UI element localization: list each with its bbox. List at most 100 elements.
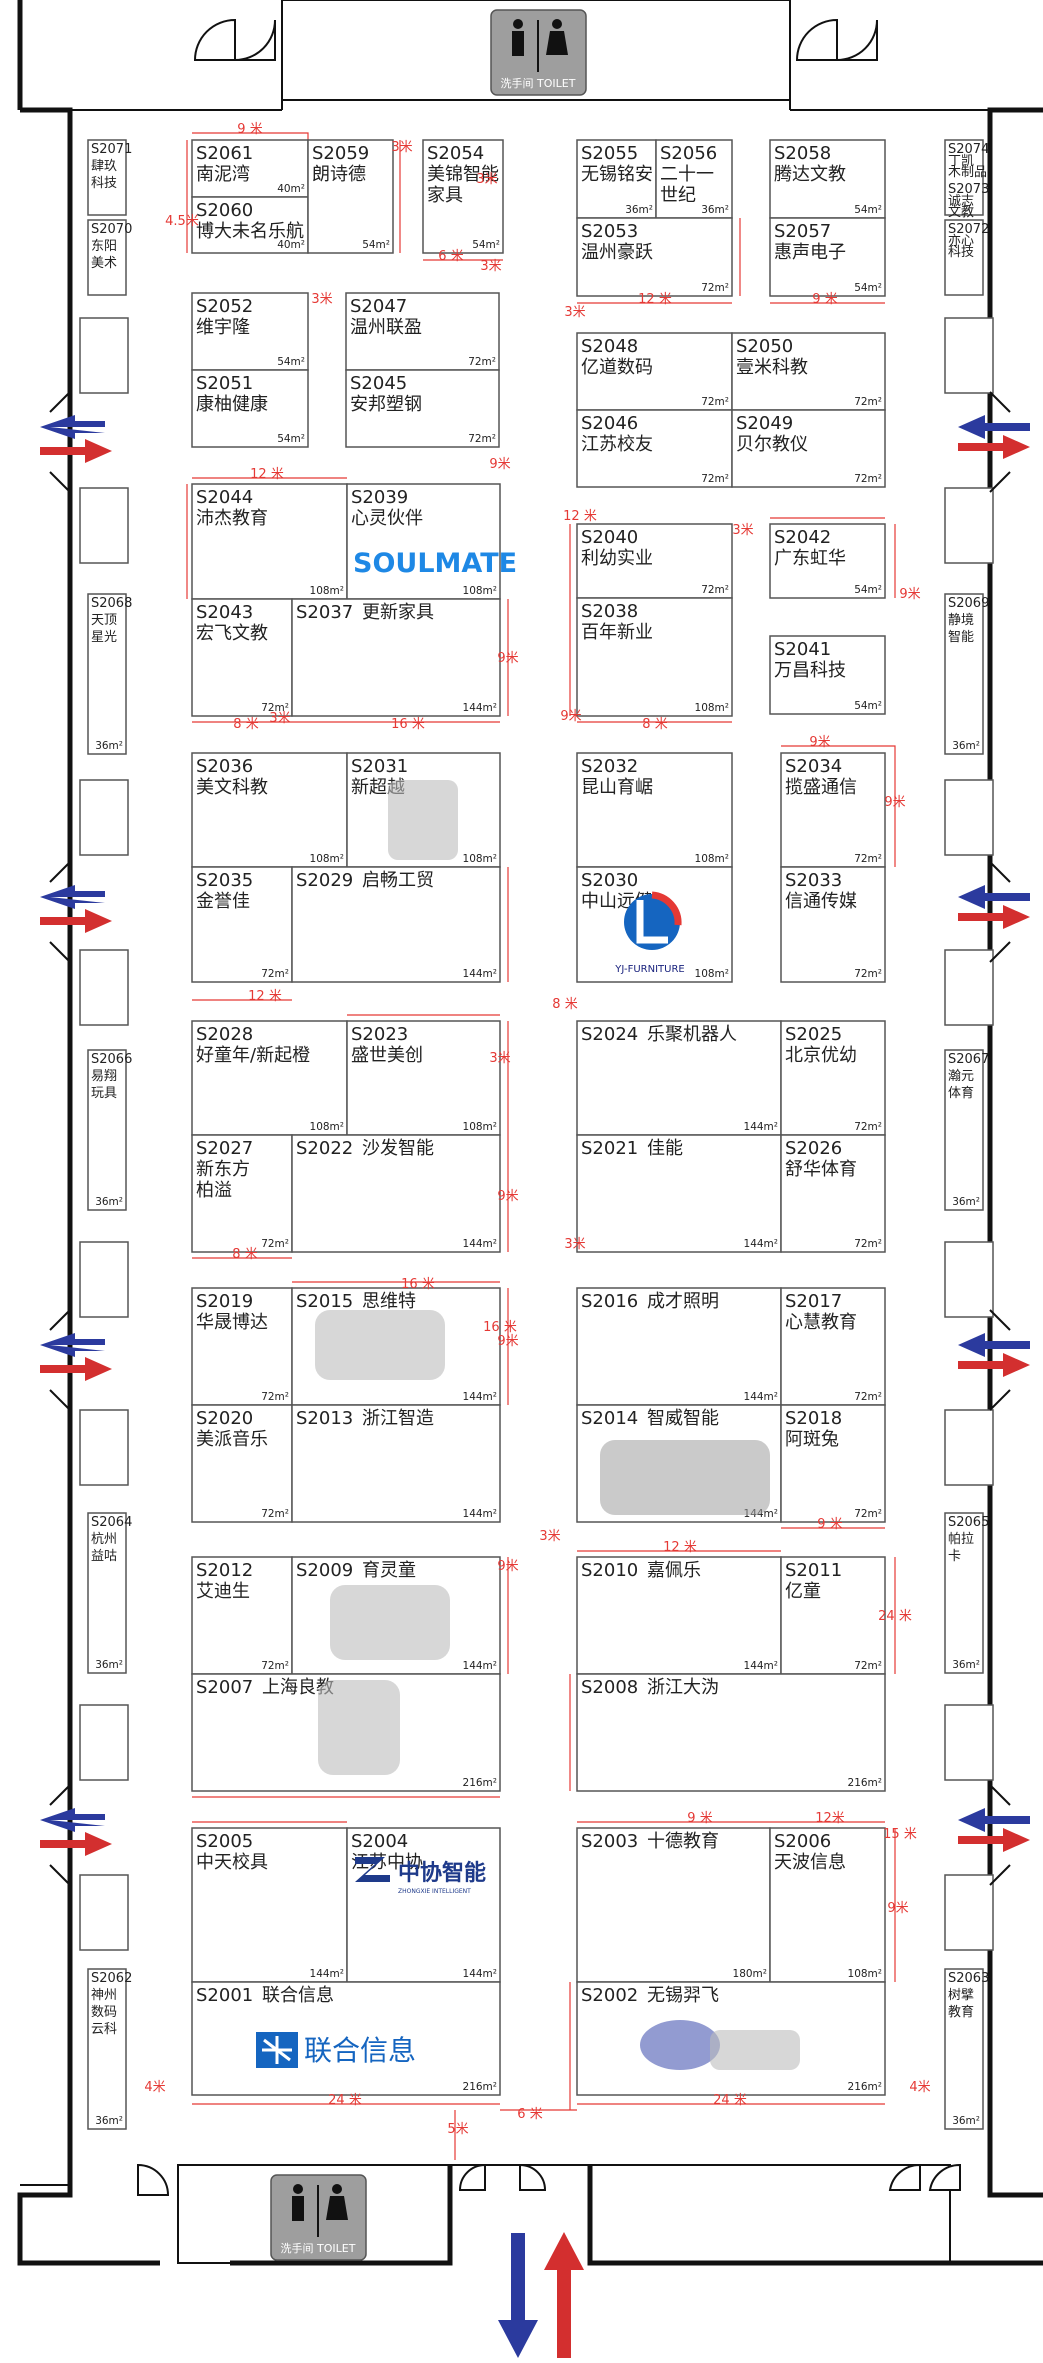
booth-code: S2053 xyxy=(581,221,638,242)
booth-code: S2036 xyxy=(196,756,253,777)
zhongxie-logo: 中协智能 ZHONGXIE INTELLIGENT xyxy=(355,1857,486,1895)
booth-area: 144m² xyxy=(744,1121,778,1133)
side-booth-code: S2069 xyxy=(948,596,989,611)
booth-outline xyxy=(191,598,293,717)
booth-code: S2013 xyxy=(296,1408,353,1429)
booth-name: 成才照明 xyxy=(647,1291,719,1312)
booth-name: 二十一 xyxy=(660,164,714,185)
wall-panels xyxy=(79,317,994,1951)
booth-outline xyxy=(576,1134,782,1253)
side-booth-outline xyxy=(87,1968,127,2130)
booth-name: 新东方 xyxy=(196,1159,250,1180)
dimension-lines xyxy=(186,132,896,2160)
dimension-label: 8 米 xyxy=(552,997,577,1012)
booth-code: S2042 xyxy=(774,527,831,548)
side-booth-name: 木制品 xyxy=(948,165,987,180)
booth-area: 108m² xyxy=(463,585,497,597)
dimension-label: 9米 xyxy=(497,1559,518,1574)
side-booth-area: 36m² xyxy=(952,1659,980,1671)
booth-name: 亿道数码 xyxy=(581,357,653,378)
booth-outline xyxy=(576,752,733,868)
booth-area: 144m² xyxy=(310,1968,344,1980)
booth-code: S2034 xyxy=(785,756,842,777)
booth-code: S2001 xyxy=(196,1985,253,2006)
booth-code: S2035 xyxy=(196,870,253,891)
dimension-label: 3米 xyxy=(732,523,753,538)
dimension-label: 9 米 xyxy=(687,1811,712,1826)
booth-name: 信通传媒 xyxy=(785,891,857,912)
booth-area: 72m² xyxy=(261,1391,289,1403)
booth-area: 72m² xyxy=(468,433,496,445)
svg-text:联合信息: 联合信息 xyxy=(304,2034,416,2067)
side-booth-area: 36m² xyxy=(952,740,980,752)
dimension-label: 9 米 xyxy=(812,292,837,307)
dimension-label: 12米 xyxy=(815,1811,845,1826)
booth-outline xyxy=(346,1020,501,1136)
side-booth-outline xyxy=(87,139,127,216)
dimension-label: 12 米 xyxy=(638,292,672,307)
dimension-label: 3米 xyxy=(489,1051,510,1066)
booth-outline xyxy=(307,139,394,254)
side-booth-name: 肆玖 xyxy=(91,158,117,174)
booth-code: S2028 xyxy=(196,1024,253,1045)
booth-outline xyxy=(346,483,501,600)
booth-name: 世纪 xyxy=(660,185,696,206)
booth-name: 思维特 xyxy=(362,1291,416,1312)
booth-area: 108m² xyxy=(463,853,497,865)
booth-code: S2045 xyxy=(350,373,407,394)
booth-area: 144m² xyxy=(463,1238,497,1250)
booth-outline xyxy=(769,523,886,599)
yj-furniture-logo: YJ-FURNITURE xyxy=(614,891,685,975)
booth-area: 72m² xyxy=(261,1508,289,1520)
main-entrance-arrows xyxy=(498,2232,584,2358)
booth-area: 72m² xyxy=(701,473,729,485)
dimension-label: 8 米 xyxy=(232,1247,257,1262)
side-booth-area: 36m² xyxy=(95,2115,123,2127)
side-booth-code: S2074 xyxy=(948,142,989,157)
booth-area: 216m² xyxy=(463,2081,497,2093)
svg-text:ZHONGXIE INTELLIGENT: ZHONGXIE INTELLIGENT xyxy=(398,1888,471,1895)
booth-outline xyxy=(576,409,733,488)
booth-name: 更新家具 xyxy=(362,602,434,623)
svg-text:中协智能: 中协智能 xyxy=(398,1860,486,1886)
soulmate-logo: SOULMATE xyxy=(353,548,517,579)
booth-code: S2040 xyxy=(581,527,638,548)
dimension-label: 3米 xyxy=(311,292,332,307)
booth-code: S2014 xyxy=(581,1408,638,1429)
booth-name: 嘉佩乐 xyxy=(647,1560,701,1581)
side-booth-outline xyxy=(87,1512,127,1674)
booth-code: S2011 xyxy=(785,1560,842,1581)
booth-area: 54m² xyxy=(472,239,500,251)
side-booth-name: 体育 xyxy=(948,1085,974,1101)
booth-area: 108m² xyxy=(695,968,729,980)
booth-area: 144m² xyxy=(463,1508,497,1520)
side-booth-name: 丁凯 xyxy=(948,154,974,169)
booth-name: 博大未名乐航 xyxy=(196,221,304,242)
booth-area: 108m² xyxy=(463,1121,497,1133)
booth-area: 108m² xyxy=(695,853,729,865)
dimension-label: 12 米 xyxy=(563,509,597,524)
side-booth-name: 星光 xyxy=(91,630,117,645)
lianhe-logo: 联合信息 xyxy=(256,2032,416,2068)
booth-name: 安邦塑钢 xyxy=(350,394,422,415)
dimension-label: 9米 xyxy=(899,587,920,602)
booth-code: S2057 xyxy=(774,221,831,242)
